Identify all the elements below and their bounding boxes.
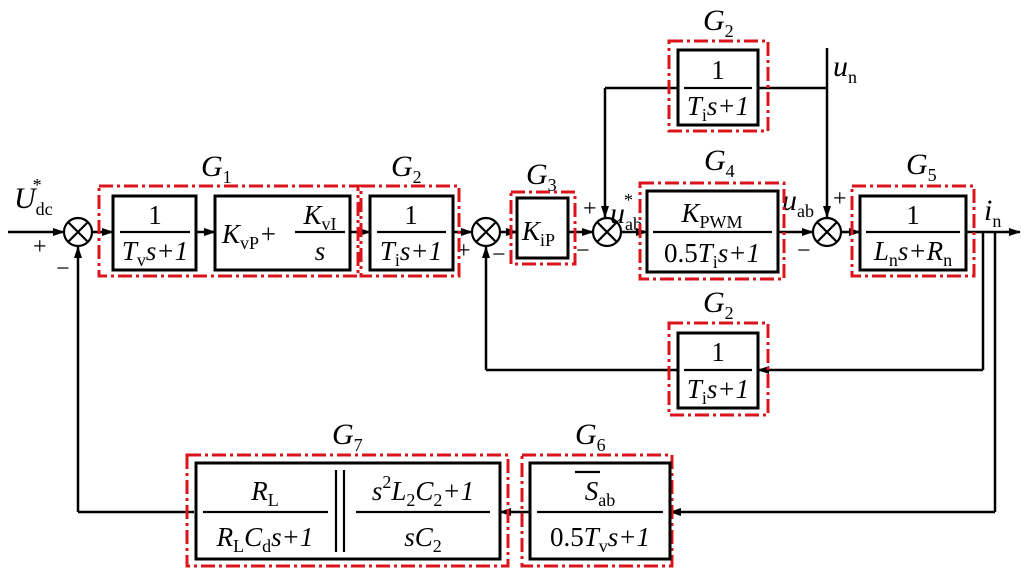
g1-lag-numerator: 1 xyxy=(148,200,162,230)
g1-lag-denominator: Tvs+1 xyxy=(122,236,188,270)
label-g4: G4 xyxy=(704,144,735,181)
block-g3: KiP xyxy=(509,190,577,266)
g7-left-numerator: RL xyxy=(250,476,279,510)
label-g2-top: G2 xyxy=(703,4,734,41)
g6-denominator: 0.5Tvs+1 xyxy=(550,522,650,556)
g6-numerator: Sab xyxy=(585,476,616,510)
sign-minus-4: − xyxy=(797,238,811,264)
label-uab: uab xyxy=(782,184,814,221)
label-g1: G1 xyxy=(201,150,232,187)
g1-pi-proportional: KvP+ xyxy=(221,219,277,253)
label-g7: G7 xyxy=(332,418,363,455)
sign-plus-3: + xyxy=(583,196,597,222)
g7-right-numerator: s2L2C2+1 xyxy=(372,472,474,510)
g2f-numerator: 1 xyxy=(404,200,418,230)
g7-left-denominator: RLCds+1 xyxy=(216,522,314,556)
signal-wires xyxy=(8,48,1021,516)
sign-minus-3: − xyxy=(576,238,590,264)
sign-minus-2: − xyxy=(492,242,506,268)
g7-right-denominator: sC2 xyxy=(404,522,442,556)
block-g5: 1 Lns+Rn xyxy=(850,184,976,278)
block-g4: KPWM 0.5Tis+1 xyxy=(638,181,786,281)
g5-numerator: 1 xyxy=(906,200,920,230)
g3-gain: KiP xyxy=(521,216,555,250)
sign-plus-4: + xyxy=(833,186,847,212)
sign-minus-1: − xyxy=(56,256,70,282)
label-uab-ref: uab* xyxy=(610,190,642,234)
g2b-numerator: 1 xyxy=(711,337,725,367)
label-in: in xyxy=(984,194,1001,231)
label-udc-ref: Udc* xyxy=(14,175,53,219)
g2t-numerator: 1 xyxy=(711,55,725,85)
g1-pi-integral-numerator: KvI xyxy=(302,200,336,234)
summing-junction-1 xyxy=(62,216,94,248)
summing-junction-4 xyxy=(811,216,843,248)
g2f-denominator: Tis+1 xyxy=(380,236,442,270)
g2t-denominator: Tis+1 xyxy=(687,91,749,125)
g4-numerator: KPWM xyxy=(680,198,742,232)
summing-junction-3 xyxy=(591,216,623,248)
block-g6: Sab 0.5Tvs+1 xyxy=(520,453,674,568)
summing-junction-2 xyxy=(470,216,502,248)
block-g7: RL RLCds+1 s2L2C2+1 sC2 xyxy=(185,453,510,568)
block-g2-feedback: 1 Tis+1 xyxy=(667,321,770,417)
g2b-denominator: Tis+1 xyxy=(687,374,749,408)
label-g6: G6 xyxy=(575,418,606,455)
label-g3: G3 xyxy=(526,158,557,195)
block-g1: 1 Tvs+1 KvP+ KvI s xyxy=(97,184,360,278)
sign-plus-1: + xyxy=(33,234,47,260)
g1-pi-integral-denominator: s xyxy=(315,236,326,266)
label-un: un xyxy=(833,50,857,87)
block-g2-forward: 1 Tis+1 xyxy=(359,184,461,278)
label-g5: G5 xyxy=(906,148,937,185)
label-g2-forward: G2 xyxy=(391,150,422,187)
g5-denominator: Lns+Rn xyxy=(873,236,952,270)
g4-denominator: 0.5Tis+1 xyxy=(664,238,760,272)
block-g2-top: 1 Tis+1 xyxy=(667,39,770,133)
label-g2-feedback: G2 xyxy=(703,286,734,323)
